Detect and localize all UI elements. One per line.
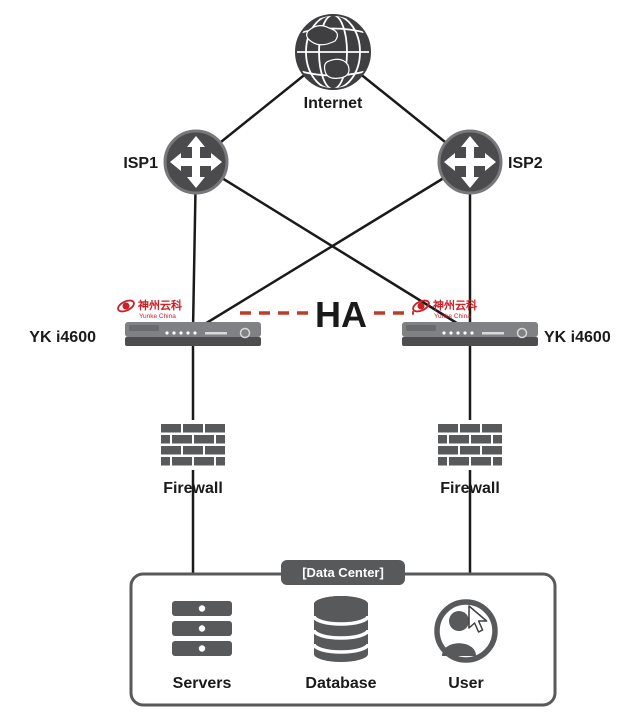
firewall-right-label: Firewall xyxy=(440,480,500,497)
firewall-left-node: Firewall xyxy=(157,420,229,497)
lb-right-label: YK i4600 xyxy=(544,329,611,346)
internet-node: Internet xyxy=(295,14,371,112)
link-isp2-lb-left xyxy=(194,160,471,332)
servers-node: Servers xyxy=(172,601,232,692)
isp2-router-icon xyxy=(437,129,503,195)
servers-label: Servers xyxy=(173,675,232,692)
user-node: User xyxy=(434,599,498,692)
lb-left-node: YK i4600 xyxy=(29,297,262,347)
cursor-arrow-icon xyxy=(468,605,488,633)
datacenter-badge-label: [Data Center] xyxy=(302,565,384,580)
isp2-label: ISP2 xyxy=(508,155,543,172)
isp1-node: ISP1 xyxy=(123,129,229,195)
ha-label: HA xyxy=(315,294,367,335)
internet-label: Internet xyxy=(304,95,363,112)
database-label: Database xyxy=(305,675,376,692)
isp1-router-icon xyxy=(163,129,229,195)
server-stack-icon xyxy=(172,601,232,656)
datacenter-badge xyxy=(281,560,405,585)
datacenter-container: [Data Center] Servers xyxy=(129,560,557,707)
isp2-node: ISP2 xyxy=(437,129,543,195)
lb-left-appliance-icon xyxy=(124,321,262,347)
user-label: User xyxy=(448,675,484,692)
globe-icon xyxy=(295,14,371,90)
database-node: Database xyxy=(305,596,377,692)
firewall-left-label: Firewall xyxy=(163,480,223,497)
lb-right-node: YK i4600 xyxy=(401,297,611,347)
yunke-logo-right xyxy=(410,297,478,321)
yunke-logo-left xyxy=(115,297,183,321)
lb-right-appliance-icon xyxy=(401,321,539,347)
lb-left-label: YK i4600 xyxy=(29,329,96,346)
isp1-label: ISP1 xyxy=(123,155,158,172)
user-cursor-icon xyxy=(434,599,498,663)
firewall-right-node: Firewall xyxy=(434,420,506,497)
database-cylinder-icon xyxy=(312,596,370,662)
